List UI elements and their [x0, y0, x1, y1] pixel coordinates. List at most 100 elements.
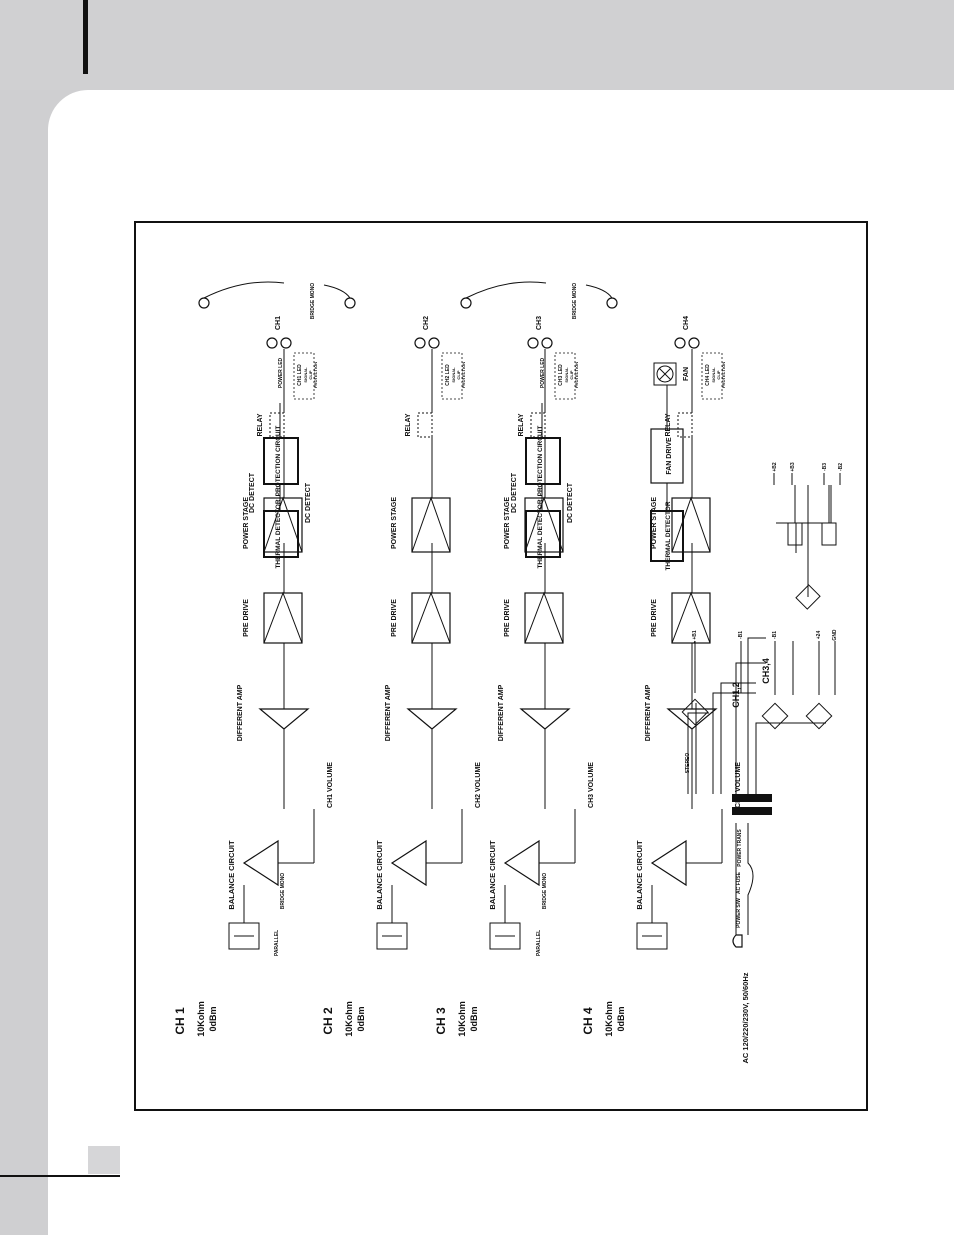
- power-stage-label: POWER STAGE: [391, 497, 398, 549]
- psu-24v-label: +24: [816, 631, 822, 640]
- volume-label: CH1 VOLUME: [327, 762, 334, 808]
- balance-circuit-label: BALANCE CIRCUIT: [635, 840, 644, 910]
- bridge-plus-terminal-icon: [198, 297, 210, 309]
- led-group-label: CH3 LED: [558, 364, 564, 386]
- led-label-signal: SIGNAL: [303, 367, 308, 383]
- bridge-mono-label: BRIDGE MONO: [542, 873, 548, 910]
- input-impedance: 10Kohm: [196, 1001, 206, 1037]
- dc-detect-label: DC DETECT: [511, 472, 518, 513]
- input-level: 0dBm: [616, 1006, 626, 1031]
- header-accent-bar: [83, 0, 88, 74]
- balance-circuit-label: BALANCE CIRCUIT: [227, 840, 236, 910]
- power-stage-box: [411, 497, 451, 553]
- relay-label: RELAY: [257, 413, 264, 436]
- balance-circuit-symbol: [242, 839, 279, 887]
- power-stage-symbol: [263, 496, 303, 553]
- led-label-clip: CLIP: [456, 370, 461, 379]
- output-terminal-plus-icon: [674, 337, 686, 349]
- stereo-label: STEREO: [685, 753, 691, 774]
- balance-circuit-symbol: [650, 839, 687, 887]
- diff-amp-symbol: [258, 708, 310, 730]
- fan-section: FAN DRIVE THERMAL DETECTOR FAN: [650, 362, 690, 571]
- power-led-label: POWER LED: [278, 357, 284, 388]
- led-label-protection: PROTECTION: [461, 362, 466, 388]
- led-block: [701, 352, 723, 400]
- output-terminal-minus-icon: [688, 337, 700, 349]
- fan-drive-label: FAN DRIVE: [666, 437, 673, 475]
- psu-gnd-label: GND: [832, 629, 838, 641]
- diff-amp-symbol: [666, 708, 718, 730]
- power-stage-label: POWER STAGE: [651, 497, 658, 549]
- psu-b2p-label: +B2: [772, 462, 778, 472]
- input-level: 0dBm: [469, 1006, 479, 1031]
- output-label: CH4: [683, 316, 690, 330]
- relay-label: RELAY: [518, 413, 525, 436]
- bridge-rectifier-2: [761, 702, 789, 730]
- volume-label: CH4 VOLUME: [735, 762, 742, 808]
- diff-amp-label: DIFFERENT AMP: [385, 684, 392, 741]
- pre-drive-label: PRE DRIVE: [391, 599, 398, 637]
- bridge-mono-output-label: BRIDGE MONO: [310, 283, 316, 320]
- input-level: 0dBm: [208, 1006, 218, 1031]
- pre-drive-box: [671, 592, 711, 644]
- fan-thermal-label: THERMAL DETECTOR: [665, 501, 672, 570]
- bridge-minus-terminal-icon: [606, 297, 618, 309]
- pre-drive-box: [524, 592, 564, 644]
- diff-amp-label: DIFFERENT AMP: [237, 684, 244, 741]
- thermal-detector-box: [525, 510, 561, 558]
- power-led-label: POWER LED: [540, 357, 546, 388]
- output-label: CH3: [536, 316, 543, 330]
- output-label: CH1: [275, 316, 282, 330]
- output-terminal-plus-icon: [266, 337, 278, 349]
- relay-label: RELAY: [405, 413, 412, 436]
- power-supply-section: AC 120/220/230V, 50/60Hz POWER S/W AC FU…: [681, 462, 844, 1064]
- psu-b3m-label: -B3: [822, 463, 828, 471]
- input-impedance: 10Kohm: [344, 1001, 354, 1037]
- bridge-mono-label: BRIDGE MONO: [280, 873, 286, 910]
- power-switch-label: POWER S/W: [736, 898, 742, 928]
- thermal-detector-label: THERMAL DETECTOR: [275, 499, 282, 568]
- power-trans-label: POWER TRANS: [737, 829, 743, 867]
- led-label-protection: PROTECTION: [721, 362, 726, 388]
- power-stage-box: [671, 497, 711, 553]
- regulator-1: [787, 522, 803, 546]
- diff-amp-label: DIFFERENT AMP: [645, 684, 652, 741]
- ac-input-label: AC 120/220/230V, 50/60Hz: [741, 972, 750, 1063]
- fan-icon: [653, 362, 677, 386]
- relay-box: [677, 412, 693, 438]
- thermal-detector-box: [263, 510, 299, 558]
- pre-drive-symbol: [524, 591, 564, 644]
- balance-circuit-symbol: [390, 839, 427, 887]
- balance-circuit-label: BALANCE CIRCUIT: [375, 840, 384, 910]
- pre-drive-label: PRE DRIVE: [651, 599, 658, 637]
- psu-b1p-label: +B1: [692, 630, 698, 640]
- psu-b3p-label: +B3: [790, 462, 796, 472]
- bridge-minus-terminal-icon: [344, 297, 356, 309]
- pre-drive-label: PRE DRIVE: [243, 599, 250, 637]
- channel-name: CH 2: [321, 1007, 335, 1035]
- dc-detect-label: DC DETECT: [249, 472, 256, 513]
- volume-label: CH3 VOLUME: [588, 762, 595, 808]
- relay-label: RELAY: [665, 413, 672, 436]
- channel-name: CH 1: [173, 1007, 187, 1035]
- balance-circuit-symbol: [503, 839, 540, 887]
- power-stage-box: [524, 497, 564, 553]
- relay-box: [417, 412, 433, 438]
- power-stage-box: [263, 497, 303, 553]
- transformer-secondary: [732, 807, 772, 815]
- bridge-rectifier-4: [795, 584, 821, 610]
- footer-rule: [0, 1175, 120, 1177]
- parallel-label: PARALLEL: [536, 930, 542, 956]
- diff-amp-symbol: [519, 708, 571, 730]
- power-stage-label: POWER STAGE: [504, 497, 511, 549]
- ch34-supply-label: CH3,4: [761, 658, 771, 684]
- bridge-rectifier-1: [681, 698, 709, 726]
- bridge-plus-terminal-icon: [460, 297, 472, 309]
- power-stage-symbol: [671, 496, 711, 553]
